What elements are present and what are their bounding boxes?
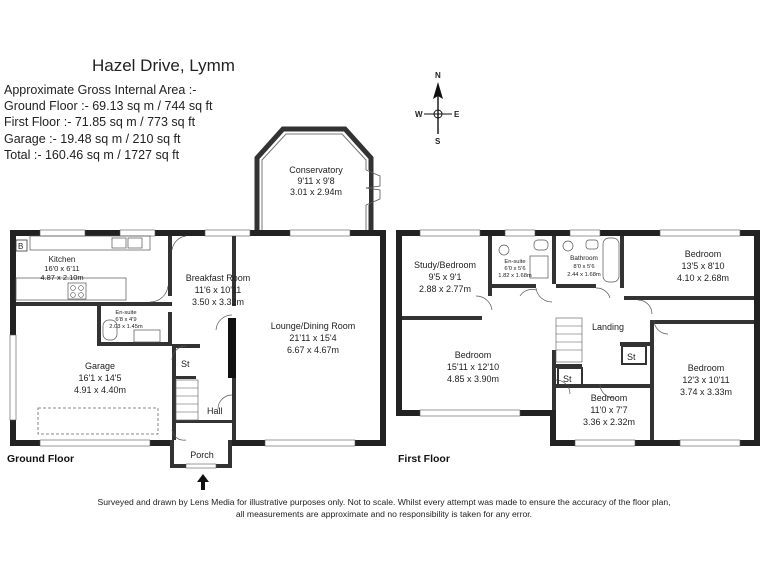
- kitchen-imperial: 16'0 x 6'11: [44, 264, 79, 273]
- ground-store-label: St: [181, 359, 190, 369]
- first-floor-plan: Study/Bedroom 9'5 x 9'1 2.88 x 2.77m En-…: [396, 229, 760, 447]
- first-ensuite-metric: 1.82 x 1.68m: [498, 273, 532, 279]
- disclaimer-line-2: all measurements are approximate and no …: [235, 508, 533, 519]
- room-study: Study/Bedroom 9'5 x 9'1 2.88 x 2.77m: [414, 260, 476, 294]
- ground-floor-plan: B Conservatory 9'11 x: [9, 126, 386, 490]
- ground-ensuite-metric: 2.03 x 1.45m: [109, 324, 143, 330]
- bedroom-se-name: Bedroom: [688, 363, 725, 373]
- first-floor-label: First Floor: [398, 453, 450, 465]
- study-imperial: 9'5 x 9'1: [429, 272, 462, 282]
- bedroom-se-imperial: 12'3 x 10'11: [682, 375, 729, 385]
- kitchen-fittings: B: [15, 235, 151, 301]
- garage-imperial: 16'1 x 14'5: [79, 373, 122, 383]
- ground-ensuite-fittings: [102, 319, 161, 343]
- bedroom-s-name: Bedroom: [591, 393, 628, 403]
- area-total: Total :- 160.46 sq m / 1727 sq ft: [4, 147, 180, 162]
- compass-icon: N S E W: [415, 71, 460, 146]
- bedroom-ne-name: Bedroom: [685, 249, 722, 259]
- room-first-ensuite: En-suite 6'0 x 5'6 1.82 x 1.68m: [498, 259, 532, 279]
- bedroom-s-metric: 3.36 x 2.32m: [583, 417, 635, 427]
- breakfast-name: Breakfast Room: [186, 273, 251, 283]
- room-conservatory: Conservatory 9'11 x 9'8 3.01 x 2.94m: [289, 165, 343, 197]
- room-bedroom-s: Bedroom 11'0 x 7'7 3.36 x 2.32m: [583, 393, 635, 427]
- bedroom-ne-metric: 4.10 x 2.68m: [677, 273, 729, 283]
- conservatory-imperial: 9'11 x 9'8: [297, 176, 334, 186]
- bedroom-se-metric: 3.74 x 3.33m: [680, 387, 732, 397]
- breakfast-imperial: 11'6 x 10'11: [195, 285, 242, 295]
- garage-metric: 4.91 x 4.40m: [74, 385, 126, 395]
- bedroom-sw-name: Bedroom: [455, 350, 492, 360]
- room-breakfast: Breakfast Room 11'6 x 10'11 3.50 x 3.32m: [186, 273, 251, 307]
- compass-south: S: [435, 137, 441, 146]
- room-kitchen: Kitchen 16'0 x 6'11 4.87 x 2.10m: [40, 255, 83, 282]
- lounge-imperial: 21'11 x 15'4: [289, 333, 336, 343]
- room-bedroom-se: Bedroom 12'3 x 10'11 3.74 x 3.33m: [680, 363, 732, 397]
- area-summary: Approximate Gross Internal Area :- Groun…: [4, 82, 212, 163]
- breakfast-metric: 3.50 x 3.32m: [192, 297, 244, 307]
- first-ensuite-name: En-suite: [504, 259, 525, 265]
- bathroom-imperial: 8'0 x 5'6: [573, 264, 594, 270]
- first-floor-bathroom-fittings: [498, 237, 620, 283]
- lounge-name: Lounge/Dining Room: [271, 321, 356, 331]
- porch-label: Porch: [190, 450, 214, 460]
- garage-door-outline: [37, 407, 159, 435]
- kitchen-metric: 4.87 x 2.10m: [40, 273, 83, 282]
- kitchen-name: Kitchen: [49, 255, 76, 264]
- room-garage: Garage 16'1 x 14'5 4.91 x 4.40m: [74, 361, 126, 395]
- room-ground-ensuite: En-suite 6'8 x 4'9 2.03 x 1.45m: [109, 310, 143, 330]
- study-metric: 2.88 x 2.77m: [419, 284, 471, 294]
- compass-west: W: [415, 110, 423, 119]
- conservatory-walls: [254, 126, 381, 230]
- room-bedroom-sw: Bedroom 15'11 x 12'10 4.85 x 3.90m: [447, 350, 499, 384]
- area-garage: Garage :- 19.48 sq m / 210 sq ft: [4, 131, 181, 146]
- ground-ensuite-name: En-suite: [115, 310, 136, 316]
- compass-east: E: [454, 110, 460, 119]
- disclaimer-line-1: Surveyed and drawn by Lens Media for ill…: [97, 497, 671, 507]
- conservatory-name: Conservatory: [289, 165, 343, 175]
- lounge-metric: 6.67 x 4.67m: [287, 345, 339, 355]
- bathroom-metric: 2.44 x 1.68m: [567, 272, 601, 278]
- hall-label: Hall: [207, 406, 223, 416]
- first-store-2-label: St: [563, 374, 572, 384]
- bathroom-name: Bathroom: [570, 255, 598, 262]
- area-first-floor: First Floor :- 71.85 sq m / 773 sq ft: [4, 115, 196, 130]
- garage-name: Garage: [85, 361, 115, 371]
- disclaimer: Surveyed and drawn by Lens Media for ill…: [0, 497, 768, 520]
- first-floor-stairs: [555, 317, 583, 363]
- ground-floor-label: Ground Floor: [7, 453, 75, 465]
- bedroom-sw-imperial: 15'11 x 12'10: [447, 362, 499, 372]
- ground-floor-stairs: [175, 379, 199, 421]
- conservatory-metric: 3.01 x 2.94m: [290, 187, 342, 197]
- entrance-arrow-icon: [197, 474, 209, 490]
- page-title: Hazel Drive, Lymm: [92, 56, 235, 75]
- porch-walls: [170, 440, 232, 490]
- area-heading: Approximate Gross Internal Area :-: [4, 83, 197, 97]
- first-floor-stores: St St: [557, 345, 647, 387]
- first-ensuite-imperial: 6'0 x 5'6: [504, 266, 525, 272]
- bedroom-s-imperial: 11'0 x 7'7: [590, 405, 627, 415]
- first-floor-doors: [475, 287, 669, 399]
- study-name: Study/Bedroom: [414, 260, 476, 270]
- landing-label: Landing: [592, 322, 624, 332]
- ground-ensuite-imperial: 6'8 x 4'9: [115, 317, 136, 323]
- bedroom-sw-metric: 4.85 x 3.90m: [447, 374, 499, 384]
- area-ground-floor: Ground Floor :- 69.13 sq m / 744 sq ft: [4, 99, 213, 114]
- ground-floor-doors: [149, 235, 233, 441]
- bedroom-ne-imperial: 13'5 x 8'10: [682, 261, 725, 271]
- room-bedroom-ne: Bedroom 13'5 x 8'10 4.10 x 2.68m: [677, 249, 729, 283]
- room-lounge: Lounge/Dining Room 21'11 x 15'4 6.67 x 4…: [271, 321, 356, 355]
- first-floor-outer-walls: [396, 229, 760, 447]
- first-store-1-label: St: [627, 352, 636, 362]
- first-floor-interior-walls: [402, 236, 754, 440]
- compass-north: N: [435, 71, 441, 80]
- boiler-label: B: [18, 242, 23, 251]
- boiler-box: [15, 239, 28, 252]
- room-bathroom: Bathroom 8'0 x 5'6 2.44 x 1.68m: [567, 255, 601, 278]
